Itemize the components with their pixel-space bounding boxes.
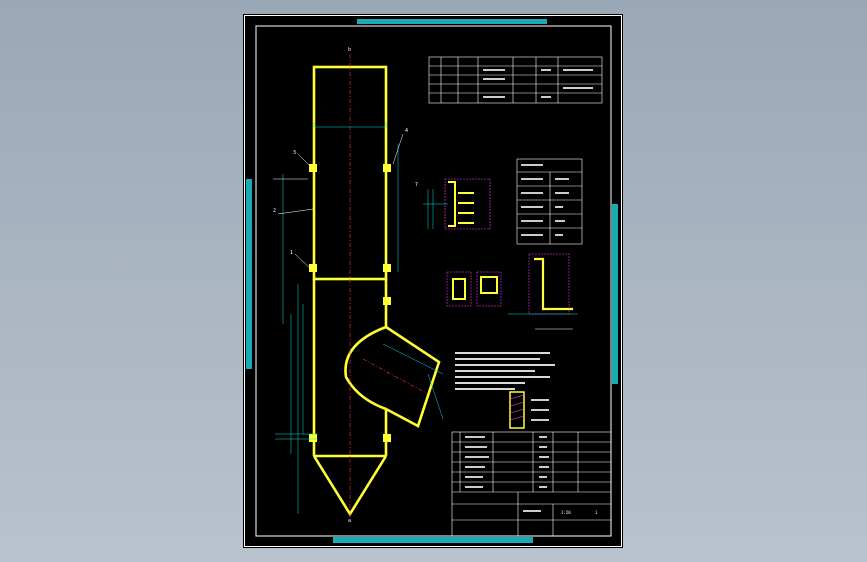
title-block-text — [465, 436, 549, 512]
callout-3: 3 — [293, 150, 296, 156]
center-lines — [349, 54, 429, 519]
title-block — [451, 431, 612, 537]
detail-small-sections — [452, 276, 498, 300]
callouts — [273, 133, 404, 270]
detail-flange-section: 7 — [415, 178, 491, 230]
spec-table — [516, 158, 583, 245]
cad-drawing: b a 3 2 1 4 7 — [244, 15, 622, 547]
revision-table — [428, 56, 603, 104]
watermark-right — [612, 204, 618, 384]
label-b: b — [348, 47, 351, 53]
callout-4: 4 — [405, 128, 408, 134]
dimension-lines — [275, 122, 444, 514]
callout-1: 1 — [290, 250, 293, 256]
detail-bracket — [508, 253, 578, 330]
spec-table-text — [521, 164, 569, 236]
detail-small-frames — [446, 271, 502, 307]
watermark-top — [357, 19, 547, 24]
callout-7: 7 — [415, 182, 418, 188]
title-block-scale: 1:20 — [561, 510, 571, 515]
main-vessel — [312, 65, 441, 517]
watermark-bottom — [333, 537, 533, 543]
title-block-count: 1 — [595, 510, 598, 515]
callout-2: 2 — [273, 208, 276, 214]
inner-frame — [255, 25, 612, 537]
outer-frame — [244, 15, 622, 547]
label-a: a — [348, 518, 351, 524]
revision-table-text — [483, 69, 593, 98]
watermark-left — [246, 179, 252, 369]
notes-block — [455, 352, 555, 390]
drawing-sheet: b a 3 2 1 4 7 — [243, 14, 623, 548]
detail-hatched — [509, 391, 549, 429]
flanges — [309, 164, 391, 442]
